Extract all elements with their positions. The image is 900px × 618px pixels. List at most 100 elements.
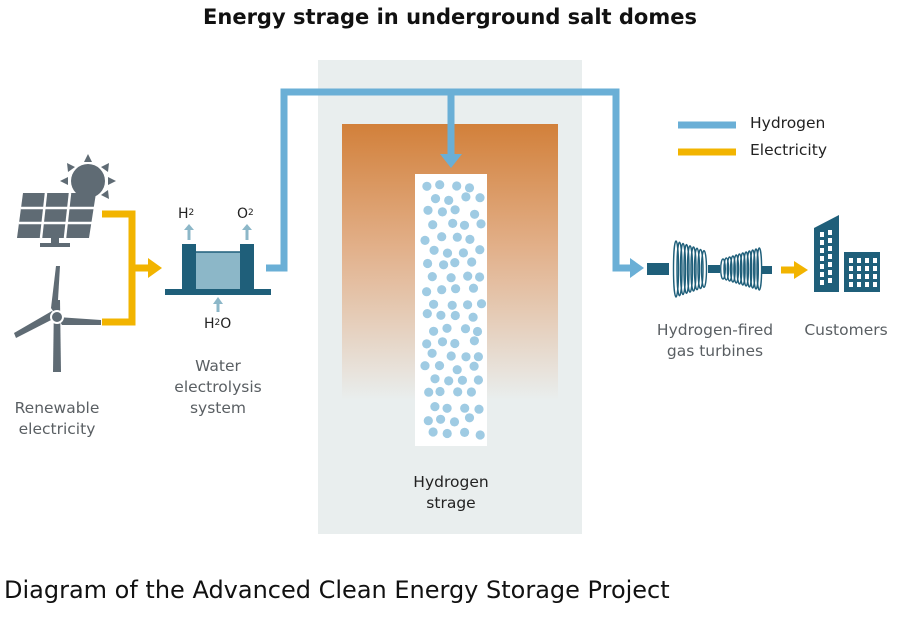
h2-main: H <box>178 206 189 222</box>
electricity-line-wind <box>102 268 136 326</box>
hydrogen-bubble <box>420 235 430 245</box>
legend-label-electricity: Electricity <box>750 141 827 159</box>
hydrogen-bubble <box>437 285 447 295</box>
buildings-icon <box>814 215 880 292</box>
gas-turbines-label: Hydrogen-fired gas turbines <box>640 320 790 362</box>
building-window <box>820 264 824 269</box>
hydrogen-bubble <box>436 414 446 424</box>
hydrogen-bubble <box>428 220 438 230</box>
turbine-blade <box>746 250 753 288</box>
hydrogen-bubble <box>452 181 462 191</box>
hydrogen-bubble <box>436 310 446 320</box>
hydrogen-bubble <box>442 428 452 439</box>
turbine-blade <box>693 247 701 291</box>
storage-label-line2: strage <box>426 494 476 512</box>
hydrogen-bubble <box>442 323 452 333</box>
turbine-blade <box>672 240 680 298</box>
turbine-blade <box>679 242 687 296</box>
renewable-electricity-label: Renewable electricity <box>0 398 114 440</box>
electricity-line-solar <box>102 210 136 268</box>
hydrogen-bubble <box>468 283 479 293</box>
turbine-blade <box>743 251 750 287</box>
hydrogen-bubble <box>452 232 462 242</box>
hydrogen-bubble <box>473 375 483 385</box>
building-window <box>828 230 832 235</box>
turbine-blade <box>700 249 708 289</box>
turbine-blade <box>720 258 727 280</box>
building-window <box>828 270 832 275</box>
electrolysis-label-line2: electrolysis <box>174 378 262 396</box>
electrolysis-unit <box>165 244 271 295</box>
building-window <box>857 274 861 279</box>
hydrogen-bubble <box>429 299 439 309</box>
hydrogen-bubble <box>439 260 449 270</box>
hydrogen-bubble <box>437 232 447 242</box>
hydrogen-pipes <box>266 88 634 272</box>
solar-panel-icon <box>17 192 96 247</box>
hydrogen-bubble <box>470 209 480 219</box>
hydrogen-bubble <box>452 365 462 375</box>
storage-label-line1: Hydrogen <box>413 473 489 491</box>
hydrogen-bubble <box>463 300 473 310</box>
building-window <box>873 282 877 287</box>
electrolysis-label-line3: system <box>189 399 247 417</box>
hydrogen-bubble <box>450 310 460 321</box>
building-window <box>849 282 853 287</box>
hydrogen-bubble <box>449 417 460 427</box>
hydrogen-arrow-right <box>630 258 644 278</box>
building-window <box>820 256 824 261</box>
hydrogen-bubbles <box>420 180 487 440</box>
hydrogen-bubble <box>434 361 445 371</box>
building-window <box>828 278 832 283</box>
h2-sub: 2 <box>188 208 195 218</box>
hydrogen-bubble <box>461 192 471 202</box>
hydrogen-bubble <box>475 272 485 282</box>
building-window <box>828 238 832 243</box>
turbine-blade <box>756 247 763 291</box>
building-window <box>857 258 861 263</box>
hydrogen-bubble <box>473 352 483 362</box>
h2o-main: H <box>204 316 215 332</box>
hydrogen-bubble <box>442 403 452 413</box>
hydrogen-bubble <box>422 287 432 297</box>
hydrogen-bubble <box>448 218 458 228</box>
h2o-formula: H2O <box>204 316 231 332</box>
turbine-blade <box>729 255 736 283</box>
building-window <box>828 262 832 267</box>
turbine-blade <box>726 256 733 282</box>
hydrogen-bubble <box>423 205 433 215</box>
building-window <box>865 282 869 287</box>
turbine-blade <box>676 241 683 297</box>
building-window <box>820 232 824 237</box>
hydrogen-bubble <box>427 272 437 282</box>
legend-label-hydrogen: Hydrogen <box>750 114 826 132</box>
building-window <box>820 280 824 285</box>
hydrogen-bubble <box>469 336 479 346</box>
turbine-blade <box>749 249 756 289</box>
hydrogen-bubble <box>460 324 471 334</box>
hydrogen-bubble <box>476 219 486 229</box>
turbine-blade <box>739 252 746 286</box>
turbines-label-line1: Hydrogen-fired <box>656 321 774 339</box>
turbine-blade <box>690 246 697 292</box>
hydrogen-bubble <box>430 402 440 412</box>
turbine-blade <box>686 245 694 293</box>
building-window <box>828 246 832 251</box>
hydrogen-arrow-down <box>440 154 462 168</box>
hydrogen-bubble <box>464 183 475 193</box>
electricity-arrow-customers <box>794 261 808 279</box>
hydrogen-bubble <box>446 273 456 283</box>
building-window <box>849 274 853 279</box>
turbine-blade <box>683 243 690 295</box>
hydrogen-bubble <box>465 234 475 244</box>
building-window <box>873 266 877 271</box>
hydrogen-bubble <box>435 386 445 397</box>
hydrogen-bubble <box>467 257 477 267</box>
gas-turbine-icon <box>647 240 772 298</box>
hydrogen-bubble <box>450 205 460 215</box>
h2-formula: H2 <box>178 206 194 222</box>
hydrogen-bubble <box>457 375 467 385</box>
hydrogen-bubble <box>430 194 441 204</box>
